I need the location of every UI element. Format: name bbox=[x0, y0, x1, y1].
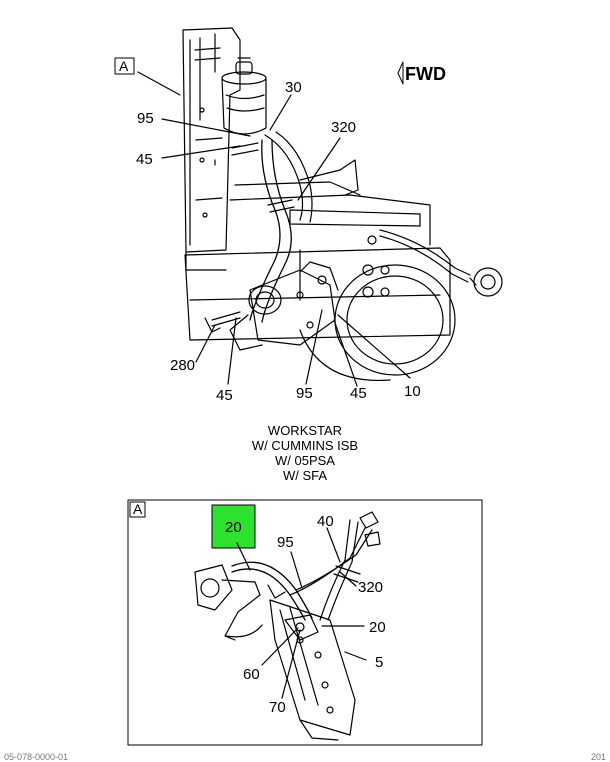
detail-box-label: A bbox=[133, 501, 143, 517]
callout-20-highlighted: 20 bbox=[225, 519, 242, 536]
callout-45-left: 45 bbox=[136, 151, 153, 168]
callout-95-bottom: 95 bbox=[296, 385, 313, 402]
detail-callout-60: 60 bbox=[243, 666, 260, 683]
detail-callout-95: 95 bbox=[277, 534, 294, 551]
caption-line: W/ CUMMINS ISB bbox=[251, 438, 359, 453]
footer-drawing-number: 05-078-0000-01 bbox=[4, 752, 69, 762]
caption-line: WORKSTAR bbox=[267, 423, 343, 438]
callout-95-top: 95 bbox=[137, 110, 154, 127]
fwd-direction-label: FWD bbox=[405, 64, 446, 84]
detail-callout-70: 70 bbox=[269, 699, 286, 716]
callout-30: 30 bbox=[285, 79, 302, 96]
upper-assembly-drawing bbox=[114, 27, 503, 387]
caption-line: W/ SFA bbox=[282, 468, 328, 483]
highlight-box-20 bbox=[211, 504, 256, 549]
footer-page-number: 201 bbox=[590, 752, 606, 762]
detail-a-drawing bbox=[194, 511, 381, 741]
caption-line: W/ 05PSA bbox=[275, 453, 335, 468]
detail-callout-20: 20 bbox=[369, 619, 386, 636]
view-marker-a: A bbox=[119, 58, 129, 74]
detail-callout-320: 320 bbox=[358, 579, 383, 596]
callout-45-bottom: 45 bbox=[216, 387, 233, 404]
detail-callout-5: 5 bbox=[375, 654, 383, 671]
detail-frame bbox=[127, 499, 483, 746]
detail-callout-40: 40 bbox=[317, 513, 334, 530]
callout-45-right: 45 bbox=[350, 385, 367, 402]
callout-320: 320 bbox=[331, 119, 356, 136]
callout-280: 280 bbox=[170, 357, 195, 374]
configuration-caption: WORKSTAR W/ CUMMINS ISB W/ 05PSA W/ SFA bbox=[205, 423, 405, 483]
callout-10: 10 bbox=[404, 383, 421, 400]
